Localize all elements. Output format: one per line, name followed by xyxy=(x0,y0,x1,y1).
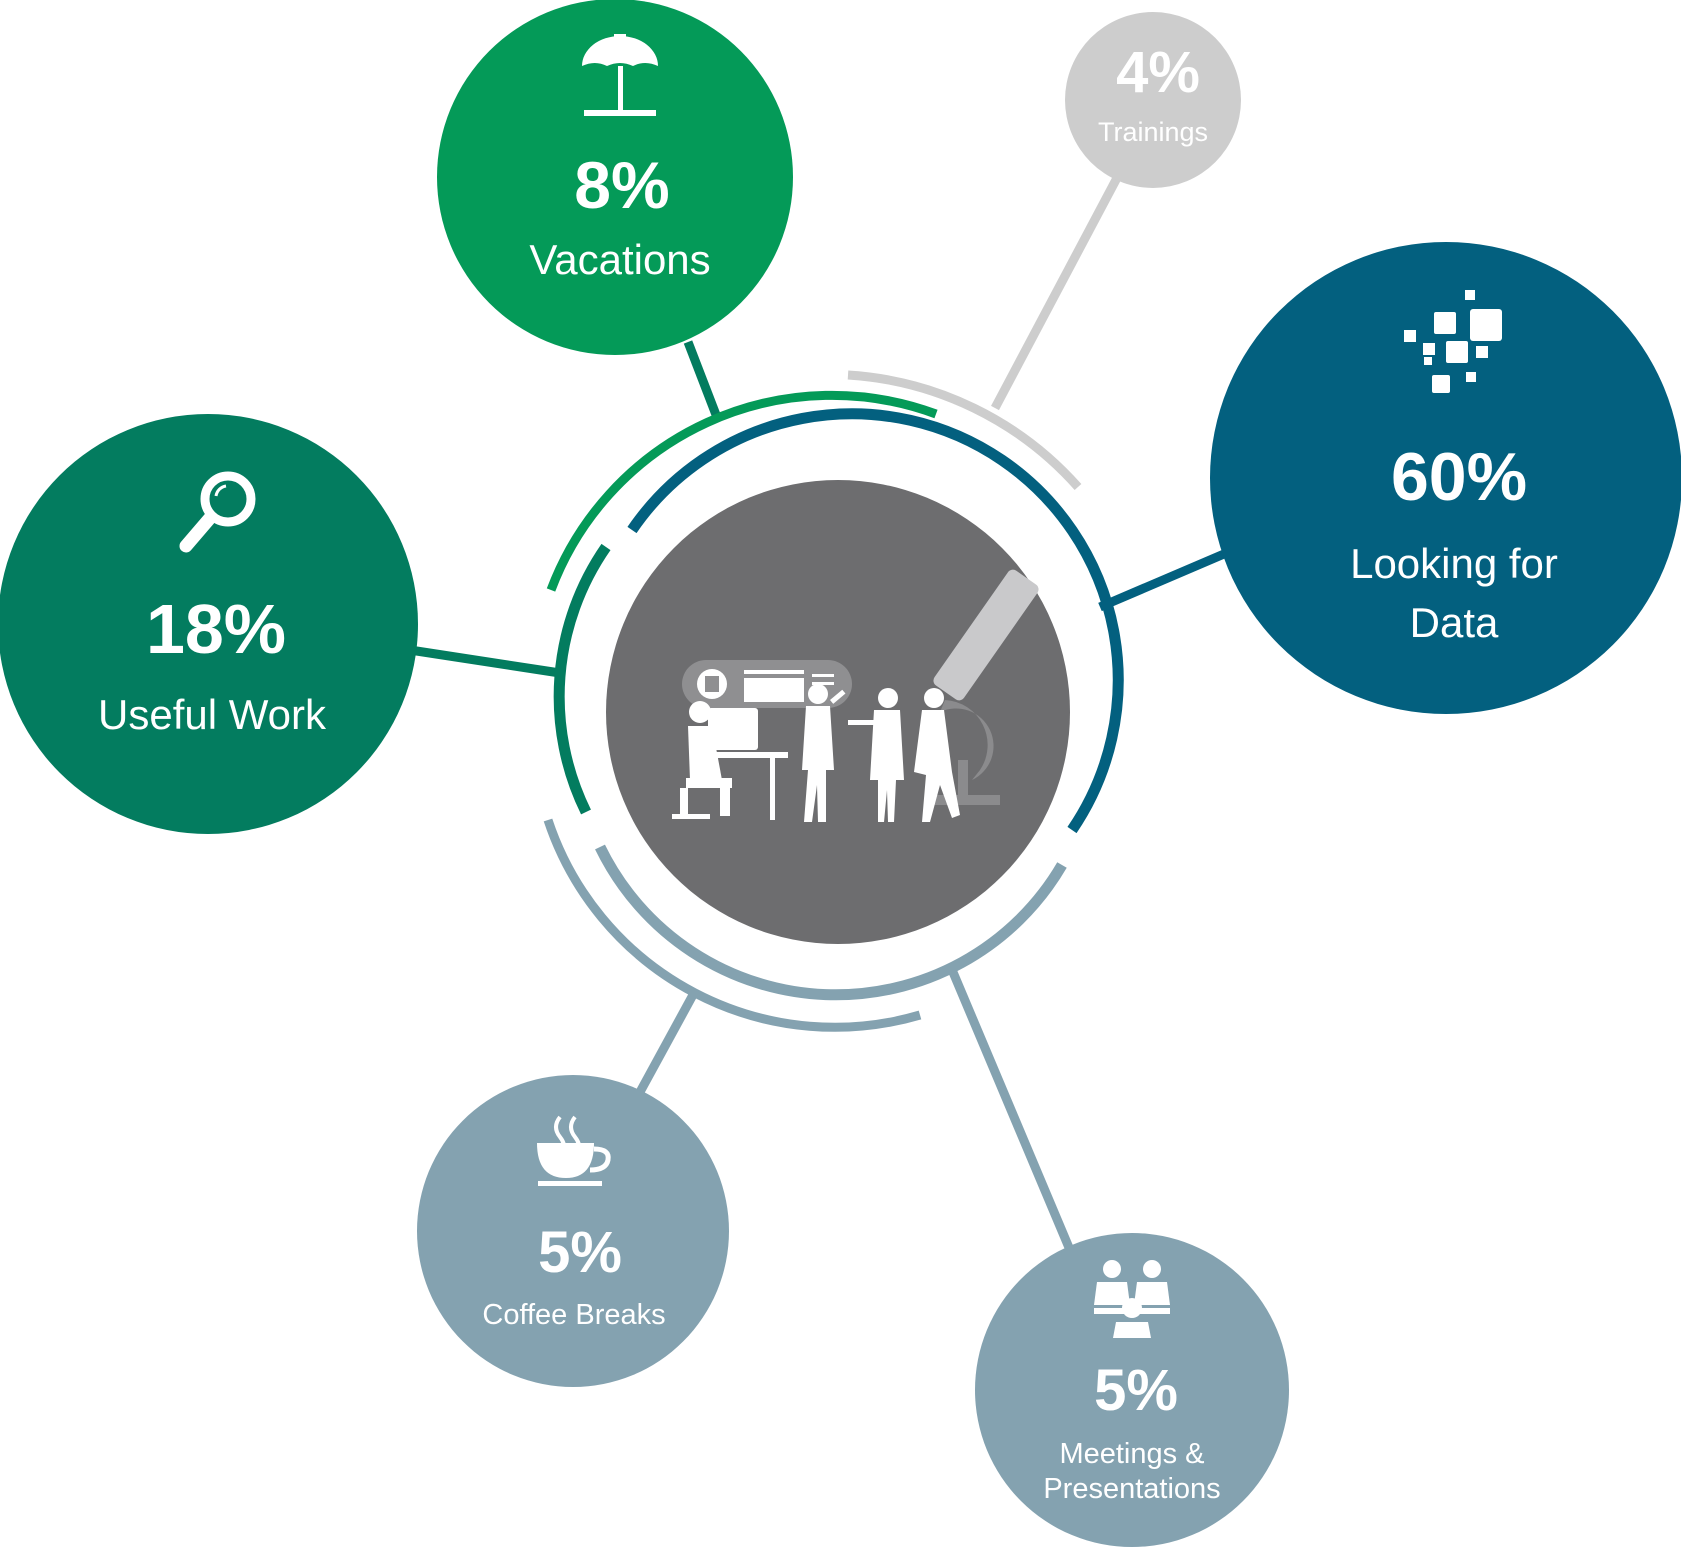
useful-work-percent: 18% xyxy=(146,590,286,668)
node-meetings: 5% Meetings & Presentations xyxy=(975,1233,1289,1547)
meetings-percent: 5% xyxy=(1094,1358,1178,1423)
arc-green-outer xyxy=(546,390,938,592)
arc-teal-inner xyxy=(553,543,611,815)
magnifier-icon xyxy=(179,471,256,553)
connector-trainings xyxy=(991,173,1122,411)
coffee-breaks-circle xyxy=(417,1075,729,1387)
vacations-label: Vacations xyxy=(529,236,710,283)
useful-work-circle xyxy=(0,414,418,834)
vacations-percent: 8% xyxy=(574,148,669,222)
meetings-label-line1: Meetings & xyxy=(1059,1438,1204,1470)
meetings-label-line2: Presentations xyxy=(1043,1473,1220,1505)
looking-for-data-percent: 60% xyxy=(1391,439,1527,515)
trainings-label: Trainings xyxy=(1098,117,1208,147)
coffee-cup-icon xyxy=(537,1115,611,1186)
coffee-breaks-percent: 5% xyxy=(538,1220,622,1285)
vacations-circle xyxy=(437,0,793,355)
arc-slate-outer xyxy=(543,818,922,1032)
connector-vacations xyxy=(683,340,723,422)
coffee-breaks-label: Coffee Breaks xyxy=(482,1299,665,1331)
arc-grey xyxy=(847,370,1082,490)
connector-lines xyxy=(409,173,1240,1252)
looking-for-data-label-line1: Looking for xyxy=(1350,540,1558,587)
looking-for-data-label-line2: Data xyxy=(1410,599,1499,646)
center-node xyxy=(606,480,1070,944)
workplace-people-microscope-icon xyxy=(672,569,1039,822)
trainings-circle xyxy=(1065,12,1241,188)
beach-umbrella-icon xyxy=(582,34,658,116)
people-meeting-icon xyxy=(1094,1260,1170,1338)
ring-arcs xyxy=(543,370,1124,1032)
connector-looking-for-data xyxy=(1098,543,1240,612)
meetings-circle xyxy=(975,1233,1289,1547)
node-vacations: 8% Vacations xyxy=(437,0,793,355)
connector-meetings xyxy=(945,963,1075,1252)
connector-useful-work xyxy=(409,645,561,678)
arc-slate-inner xyxy=(595,844,1067,1001)
arc-blue xyxy=(627,408,1124,834)
trainings-percent: 4% xyxy=(1116,40,1200,105)
data-pixels-icon xyxy=(1404,290,1502,393)
center-circle xyxy=(606,480,1070,944)
useful-work-label: Useful Work xyxy=(98,691,327,738)
connector-coffee-breaks xyxy=(636,990,698,1095)
node-useful-work: 18% Useful Work xyxy=(0,414,418,834)
looking-for-data-circle xyxy=(1210,242,1681,714)
node-looking-for-data: 60% Looking for Data xyxy=(1210,242,1681,714)
node-coffee-breaks: 5% Coffee Breaks xyxy=(417,1075,729,1387)
node-trainings: 4% Trainings xyxy=(1065,12,1241,188)
